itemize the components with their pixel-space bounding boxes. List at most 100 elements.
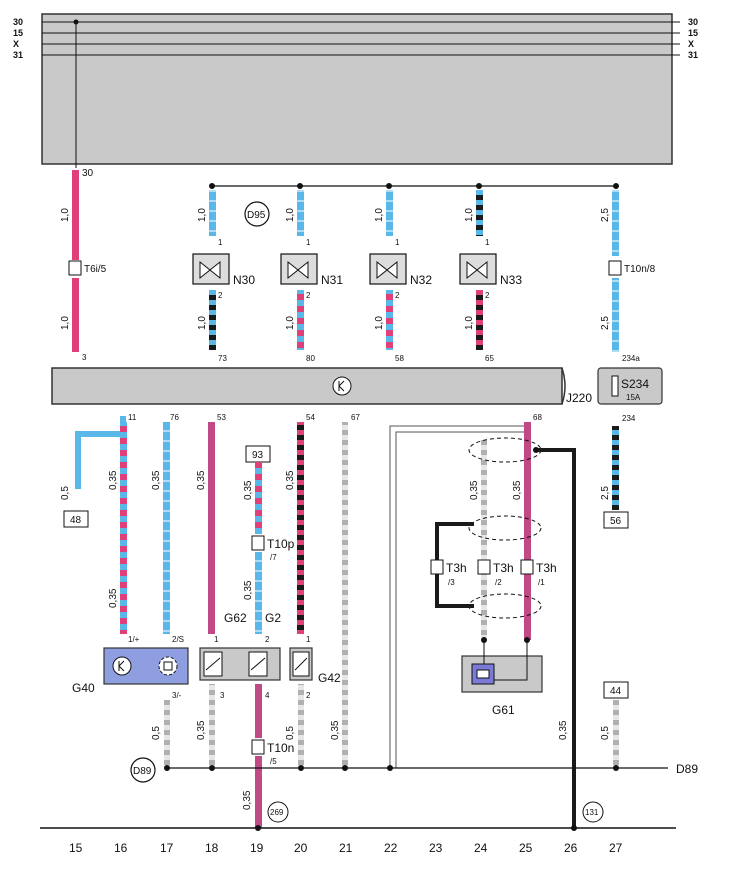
wire-gauge: 0,35 bbox=[330, 720, 341, 740]
wire-gauge: 0,35 bbox=[469, 480, 480, 500]
wire-c23-bot bbox=[386, 290, 393, 350]
ground-point-d89: D89 bbox=[130, 757, 156, 783]
ref-circle-269: 269 bbox=[267, 801, 289, 823]
wire-gauge: 1,0 bbox=[464, 208, 475, 222]
ecu-pin-label: 11 bbox=[128, 413, 137, 422]
ecu-pin-label: 54 bbox=[306, 413, 315, 422]
shield-ground-wire bbox=[536, 448, 576, 830]
shield-line-inner bbox=[395, 431, 531, 768]
connector-label: T10n/8 bbox=[624, 264, 656, 275]
wire-c20-top bbox=[297, 190, 304, 236]
connector-label: T6i/5 bbox=[84, 264, 107, 275]
junction-dot bbox=[209, 765, 215, 771]
junction-dot bbox=[476, 183, 482, 189]
junction-dot bbox=[164, 765, 170, 771]
wire-c19-mid bbox=[255, 552, 262, 634]
column-number: 15 bbox=[69, 841, 83, 855]
wire-c16 bbox=[120, 422, 127, 634]
connector-sub: /1 bbox=[538, 578, 545, 587]
valve-icon bbox=[199, 260, 221, 280]
ground-point-label: D95 bbox=[247, 210, 266, 221]
fuse-name: S234 bbox=[621, 377, 649, 391]
valve-pin: 1 bbox=[306, 238, 311, 247]
component-name: G2 bbox=[265, 611, 281, 625]
ecu-pin-label: 73 bbox=[218, 354, 227, 363]
bus-right-label: 31 bbox=[688, 50, 698, 60]
wire-gauge: 2,5 bbox=[600, 208, 611, 222]
junction-dot bbox=[73, 19, 79, 25]
ref-label: 93 bbox=[252, 450, 264, 461]
wire-c15-mid bbox=[72, 278, 79, 352]
wire-gauge: 2,5 bbox=[600, 486, 611, 500]
bus-right-label: 30 bbox=[688, 17, 698, 27]
bus-right-label: X bbox=[688, 39, 694, 49]
bus-left-label: 31 bbox=[13, 50, 23, 60]
column-number: 22 bbox=[384, 841, 398, 855]
wire-c18-bot bbox=[209, 290, 216, 350]
wire-c25-bot bbox=[476, 290, 483, 350]
junction-dot bbox=[613, 765, 619, 771]
valve-pin: 2 bbox=[485, 291, 490, 300]
fuse-s234: S234 15A bbox=[597, 367, 663, 405]
component-name: G40 bbox=[72, 681, 95, 695]
wire-gauge: 0,35 bbox=[243, 480, 254, 500]
wire-gauge: 0,35 bbox=[196, 720, 207, 740]
shield-line-outer bbox=[389, 425, 531, 768]
wire-gauge: 0,35 bbox=[108, 470, 119, 490]
top-unit-panel bbox=[41, 13, 673, 165]
bus-right-label: 15 bbox=[688, 28, 698, 38]
wire-gauge: 1,0 bbox=[464, 316, 475, 330]
pin-label: 3/- bbox=[172, 691, 182, 700]
wire-gauge: 0,5 bbox=[151, 726, 162, 740]
pin-label: 1 bbox=[306, 635, 311, 644]
pin-label: 1/+ bbox=[128, 635, 140, 644]
wire-gauge: 0,5 bbox=[600, 726, 611, 740]
bus-lines bbox=[42, 21, 680, 56]
wire-gauge: 1,0 bbox=[374, 208, 385, 222]
wire-gauge: 1,0 bbox=[197, 208, 208, 222]
wire-gauge: 0,5 bbox=[60, 486, 71, 500]
ground-point-d95: D95 bbox=[244, 201, 270, 227]
wire-gauge: 0,35 bbox=[512, 480, 523, 500]
valve-pin: 1 bbox=[218, 238, 223, 247]
bus-left-labels: 30 15 X 31 bbox=[13, 17, 23, 60]
valve-pin: 2 bbox=[218, 291, 223, 300]
ref-box-44: 44 bbox=[603, 681, 629, 699]
valve-pin: 2 bbox=[395, 291, 400, 300]
ecu-pin-label: 58 bbox=[395, 354, 404, 363]
valve-n33: 1,0 1 N33 2 1,0 65 bbox=[459, 190, 522, 363]
valve-pin: 1 bbox=[485, 238, 490, 247]
column-number: 21 bbox=[339, 841, 353, 855]
ecu-pin-label: 67 bbox=[351, 413, 360, 422]
sensor-g40: G40 bbox=[72, 647, 189, 695]
wire-gauge: 0,35 bbox=[108, 588, 119, 608]
wire-c27-top bbox=[612, 190, 619, 256]
wire-c27-low bbox=[612, 426, 619, 510]
valve-icon bbox=[376, 260, 398, 280]
ecu-pin-label: 80 bbox=[306, 354, 315, 363]
valve-icon bbox=[466, 260, 488, 280]
bus-right-labels: 30 15 X 31 bbox=[688, 17, 698, 60]
junction-dot bbox=[571, 825, 577, 831]
ecu-j220 bbox=[51, 367, 563, 405]
ref-box-93: 93 bbox=[245, 445, 271, 463]
fuse-rating: 15A bbox=[626, 393, 641, 402]
valve-name: N32 bbox=[410, 273, 432, 287]
ecu-pin-label: 53 bbox=[217, 413, 226, 422]
ref-label: 44 bbox=[610, 686, 622, 697]
valve-n31: 1,0 1 N31 2 1,0 80 bbox=[280, 190, 343, 363]
column-number: 27 bbox=[609, 841, 623, 855]
connector-label: T3h bbox=[493, 561, 514, 575]
wire-c27-mid bbox=[612, 278, 619, 352]
column-number: 26 bbox=[564, 841, 578, 855]
wire-gauge: 1,0 bbox=[374, 316, 385, 330]
wire-gauge: 0,35 bbox=[558, 720, 569, 740]
ecu-pin-label: 234a bbox=[622, 354, 640, 363]
pin-label: 2 bbox=[306, 691, 311, 700]
wire-gauge: 1,0 bbox=[197, 316, 208, 330]
junction-dot bbox=[386, 183, 392, 189]
ecu-pin-label: 68 bbox=[533, 413, 542, 422]
ground-line-label: D89 bbox=[676, 762, 698, 776]
ref-label: 131 bbox=[585, 808, 599, 817]
ref-box-48: 48 bbox=[63, 510, 89, 528]
